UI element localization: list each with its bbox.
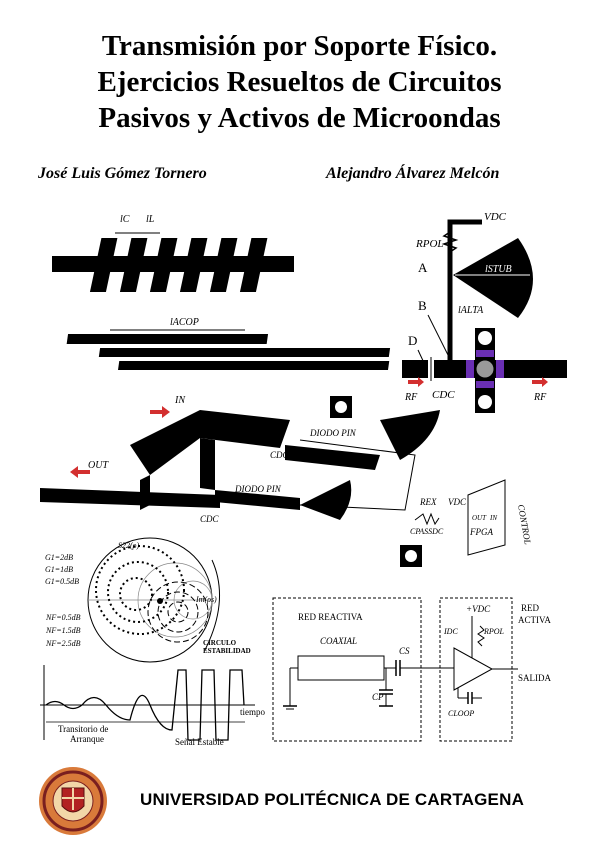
oscillator-schematic-figure: RED REACTIVA COAXIAL CS CP SALIDA +VDC I… xyxy=(272,597,551,742)
circuit-label-in: IN xyxy=(174,395,186,406)
circuit-label-control: CONTROL xyxy=(516,504,533,546)
circuit-label-fpga: FPGA xyxy=(469,527,493,537)
university-seal-logo xyxy=(39,767,107,835)
circuit-label-diodo-1: DIODO PIN xyxy=(309,428,357,438)
title-line-2: Ejercicios Resueltos de Circuitos xyxy=(97,66,502,98)
osc-label-cp: CP xyxy=(372,692,384,702)
phase-shifter-figure: IN OUT DIODO PIN DIODO PIN CDC CDC REX V… xyxy=(40,395,533,567)
coupled-lines-figure: lACOP xyxy=(66,317,391,370)
coupling-length-label: lACOP xyxy=(170,317,199,328)
smith-label-g1: G1=2dB xyxy=(45,553,73,562)
stub-label-lstub: lSTUB xyxy=(485,264,512,275)
title-line-3: Pasivos y Activos de Microondas xyxy=(98,102,501,134)
circuit-label-cpassdc: CPASSDC xyxy=(410,527,444,536)
startup-waveform-figure: tiempo Transitorio de Arranque Señal Est… xyxy=(40,665,265,747)
osc-label-red-activa-1: RED xyxy=(521,603,540,613)
stub-label-rf-in: RF xyxy=(404,392,418,403)
osc-label-red-activa-2: ACTIVA xyxy=(518,615,551,625)
smith-label-im: Im(ρs) xyxy=(195,595,217,604)
circuit-label-out: OUT xyxy=(88,460,109,471)
osc-label-cloop: CLOOP xyxy=(448,709,474,718)
smith-label-nf2: NF=1.5dB xyxy=(45,626,81,635)
stub-label-cdc: CDC xyxy=(432,389,455,401)
author-2: Alejandro Álvarez Melcón xyxy=(326,165,500,182)
smith-chart-figure: S22(ρ) G1=2dB G1=1dB G1=0.5dB NF=0.5dB N… xyxy=(45,537,251,663)
osc-label-rpol: RPOL xyxy=(483,627,505,636)
smith-label-g2: G1=1dB xyxy=(45,565,73,574)
osc-label-cs: CS xyxy=(399,646,410,656)
stub-label-lalta: lALTA xyxy=(458,305,484,316)
osc-label-vdc: +VDC xyxy=(466,604,491,614)
wave-label-transitorio-2: Arranque xyxy=(70,734,104,744)
stub-label-a: A xyxy=(418,260,428,275)
stub-label-d: D xyxy=(408,333,417,348)
smith-label-g3: G1=0.5dB xyxy=(45,577,79,586)
radial-stub-figure: VDC RPOL lSTUB A B D lALTA CDC RF RF xyxy=(402,211,567,413)
book-title: Transmisión por Soporte Físico. Ejercici… xyxy=(0,28,599,136)
circuit-label-out-pin: OUT xyxy=(472,514,487,522)
circuit-label-cdc-1: CDC xyxy=(270,450,290,460)
stub-label-rpol: RPOL xyxy=(415,238,444,250)
stub-label-vdc: VDC xyxy=(484,211,507,223)
osc-label-red-reactiva: RED REACTIVA xyxy=(298,612,363,622)
smith-label-estabilidad: ESTABILIDAD xyxy=(203,647,251,655)
osc-label-salida: SALIDA xyxy=(518,673,551,683)
circuit-label-rex: REX xyxy=(419,497,437,507)
smith-label-s22: S22(ρ) xyxy=(118,541,140,550)
osc-label-coaxial: COAXIAL xyxy=(320,636,357,646)
smith-label-nf1: NF=0.5dB xyxy=(45,613,81,622)
wave-label-senal: Señal Estable xyxy=(175,737,224,747)
smith-label-nf3: NF=2.5dB xyxy=(45,639,81,648)
circuit-label-diodo-2: DIODO PIN xyxy=(234,484,282,494)
circuit-label-cdc-2: CDC xyxy=(200,514,220,524)
osc-label-idc: IDC xyxy=(443,627,458,636)
filter-label-lc: lC xyxy=(120,214,130,225)
wave-label-transitorio-1: Transitorio de xyxy=(58,724,108,734)
circuit-label-vdc: VDC xyxy=(448,497,467,507)
title-line-1: Transmisión por Soporte Físico. xyxy=(101,30,498,62)
filter-label-ll: lL xyxy=(146,214,155,225)
circuit-label-in-pin: IN xyxy=(489,514,497,522)
smith-label-circulo: CIRCULO xyxy=(203,639,237,647)
institution-name: UNIVERSIDAD POLITÉCNICA DE CARTAGENA xyxy=(140,790,525,809)
wave-label-tiempo: tiempo xyxy=(240,707,265,717)
stub-label-rf-out: RF xyxy=(533,392,547,403)
stepped-filter-figure: lC lL xyxy=(52,214,294,292)
stub-label-b: B xyxy=(418,298,427,313)
author-1: José Luis Gómez Tornero xyxy=(38,165,207,182)
